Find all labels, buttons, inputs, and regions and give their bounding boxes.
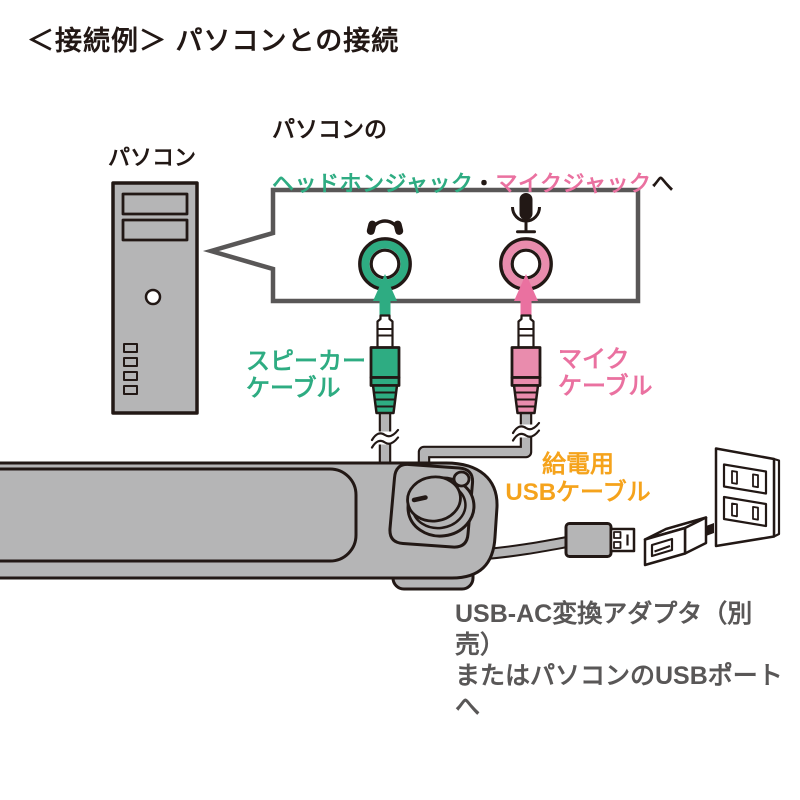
usb-plug xyxy=(564,522,636,558)
adapter-prong xyxy=(706,523,714,536)
speaker-cable-label: スピーカー ケーブル xyxy=(246,348,366,402)
mic-cable-label: マイク ケーブル xyxy=(558,346,653,400)
usb-port xyxy=(650,537,674,558)
power-button xyxy=(144,288,162,306)
cable-break xyxy=(370,428,400,449)
usb-cable-label: 給電用 USBケーブル xyxy=(505,451,651,506)
callout-suffix: へ xyxy=(651,171,674,197)
mic-insert-arrow xyxy=(514,274,538,317)
soundbar xyxy=(0,461,499,580)
callout-line1: パソコンの xyxy=(272,116,387,142)
callout-separator: ・ xyxy=(472,171,496,197)
speaker-plug xyxy=(369,314,401,415)
headphone-jack-label: ヘッドホンジャック xyxy=(272,171,473,197)
vent-grid xyxy=(123,343,138,395)
callout-box xyxy=(202,187,641,304)
outlet-socket xyxy=(722,463,768,495)
page-title: ＜接続例＞ パソコンとの接続 xyxy=(27,26,400,56)
drive-bay-slot xyxy=(121,192,189,216)
headphone-out-hole xyxy=(452,470,471,488)
volume-knob xyxy=(406,475,476,538)
knob-indicator xyxy=(411,495,428,503)
callout-line2: ヘッドホンジャック・マイクジャックへ xyxy=(272,146,674,197)
usb-ac-adapter xyxy=(643,516,714,567)
drive-bay-slot xyxy=(121,218,189,242)
wall-outlet xyxy=(714,447,781,548)
mic-jack-label: マイクジャック xyxy=(495,171,652,197)
speaker-front-panel xyxy=(0,467,358,563)
outlet-socket xyxy=(722,495,768,528)
bottom-note: USB-AC変換アダプタ（別売） またはパソコンのUSBポートへ xyxy=(455,600,783,721)
cable-break xyxy=(511,421,541,442)
mic-jack xyxy=(499,237,553,291)
headphone-icon xyxy=(366,219,404,235)
mic-plug xyxy=(510,314,542,415)
pc-tower xyxy=(111,181,199,415)
speaker-insert-arrow xyxy=(373,274,397,317)
pc-label: パソコン xyxy=(107,145,196,170)
mic-icon xyxy=(511,193,541,234)
usb-power-cable xyxy=(485,535,572,560)
